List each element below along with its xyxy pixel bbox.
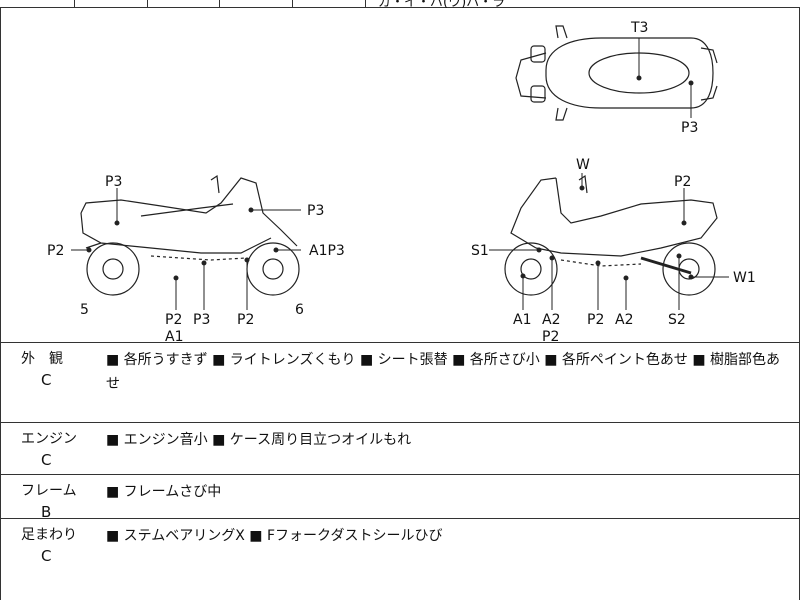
damage-label: S1 bbox=[471, 243, 489, 259]
damage-label: P2 bbox=[47, 243, 64, 259]
damage-label: P2 bbox=[587, 312, 604, 328]
leader-lines bbox=[71, 38, 729, 310]
category-label: フレーム bbox=[21, 483, 77, 499]
damage-label: P3 bbox=[193, 312, 210, 328]
damage-label: 6 bbox=[295, 302, 304, 318]
damage-label: A2 bbox=[615, 312, 633, 328]
condition-notes: ■ 各所うすきず ■ ライトレンズくもり ■ シート張替 ■ 各所さび小 ■ 各… bbox=[106, 352, 781, 392]
top-cell bbox=[147, 0, 220, 7]
damage-label: P2 bbox=[674, 174, 691, 190]
condition-notes: ■ エンジン音小 ■ ケース周り目立つオイルもれ bbox=[106, 432, 412, 448]
condition-row-exterior: 外 観 C ■ 各所うすきず ■ ライトレンズくもり ■ シート張替 ■ 各所さ… bbox=[0, 342, 800, 422]
grade-value: C bbox=[41, 371, 52, 389]
grade-value: B bbox=[41, 503, 52, 521]
damage-label: A1 bbox=[513, 312, 531, 328]
damage-label: P3 bbox=[307, 203, 324, 219]
damage-label: A1 bbox=[165, 329, 183, 342]
damage-diagram: T3 P3 P3 P3 P2 A1P3 5 6 P2 A1 P3 P2 W P2… bbox=[0, 8, 800, 342]
damage-label: W1 bbox=[733, 270, 756, 286]
grade-value: C bbox=[41, 547, 52, 565]
damage-label: P2 bbox=[165, 312, 182, 328]
damage-label: P2 bbox=[542, 329, 559, 342]
damage-label: A1P3 bbox=[309, 243, 345, 259]
damage-label: P3 bbox=[681, 120, 698, 136]
right-view-scooter bbox=[504, 174, 718, 296]
scooter-diagram-svg: T3 P3 P3 P3 P2 A1P3 5 6 P2 A1 P3 P2 W P2… bbox=[47, 20, 756, 342]
top-cell bbox=[292, 0, 366, 7]
category-label: 外 観 bbox=[21, 351, 63, 367]
condition-notes: ■ ステムベアリングX ■ Fフォークダストシールひび bbox=[106, 528, 443, 544]
damage-label: P2 bbox=[237, 312, 254, 328]
top-cell bbox=[74, 0, 148, 7]
top-cell bbox=[0, 0, 75, 7]
top-cell bbox=[219, 0, 293, 7]
category-label: エンジン bbox=[21, 431, 77, 447]
top-view-scooter bbox=[515, 25, 718, 121]
damage-label: P3 bbox=[105, 174, 122, 190]
condition-row-frame: フレーム B ■ フレームさび中 bbox=[0, 474, 800, 521]
top-strip-text: ガ・イ・バ(ウ)ハ・ラ bbox=[378, 0, 506, 10]
damage-label: S2 bbox=[668, 312, 686, 328]
condition-row-engine: エンジン C ■ エンジン音小 ■ ケース周り目立つオイルもれ bbox=[0, 422, 800, 474]
damage-label: 5 bbox=[80, 302, 89, 318]
damage-label: W bbox=[576, 157, 590, 173]
damage-label: A2 bbox=[542, 312, 560, 328]
condition-row-suspension: 足まわり C ■ ステムベアリングX ■ Fフォークダストシールひび bbox=[0, 518, 800, 600]
condition-notes: ■ フレームさび中 bbox=[106, 484, 222, 500]
grade-value: C bbox=[41, 451, 52, 469]
left-view-scooter bbox=[80, 174, 300, 296]
top-table-strip: ガ・イ・バ(ウ)ハ・ラ bbox=[0, 0, 800, 10]
damage-label: T3 bbox=[630, 20, 648, 36]
category-label: 足まわり bbox=[21, 527, 77, 543]
